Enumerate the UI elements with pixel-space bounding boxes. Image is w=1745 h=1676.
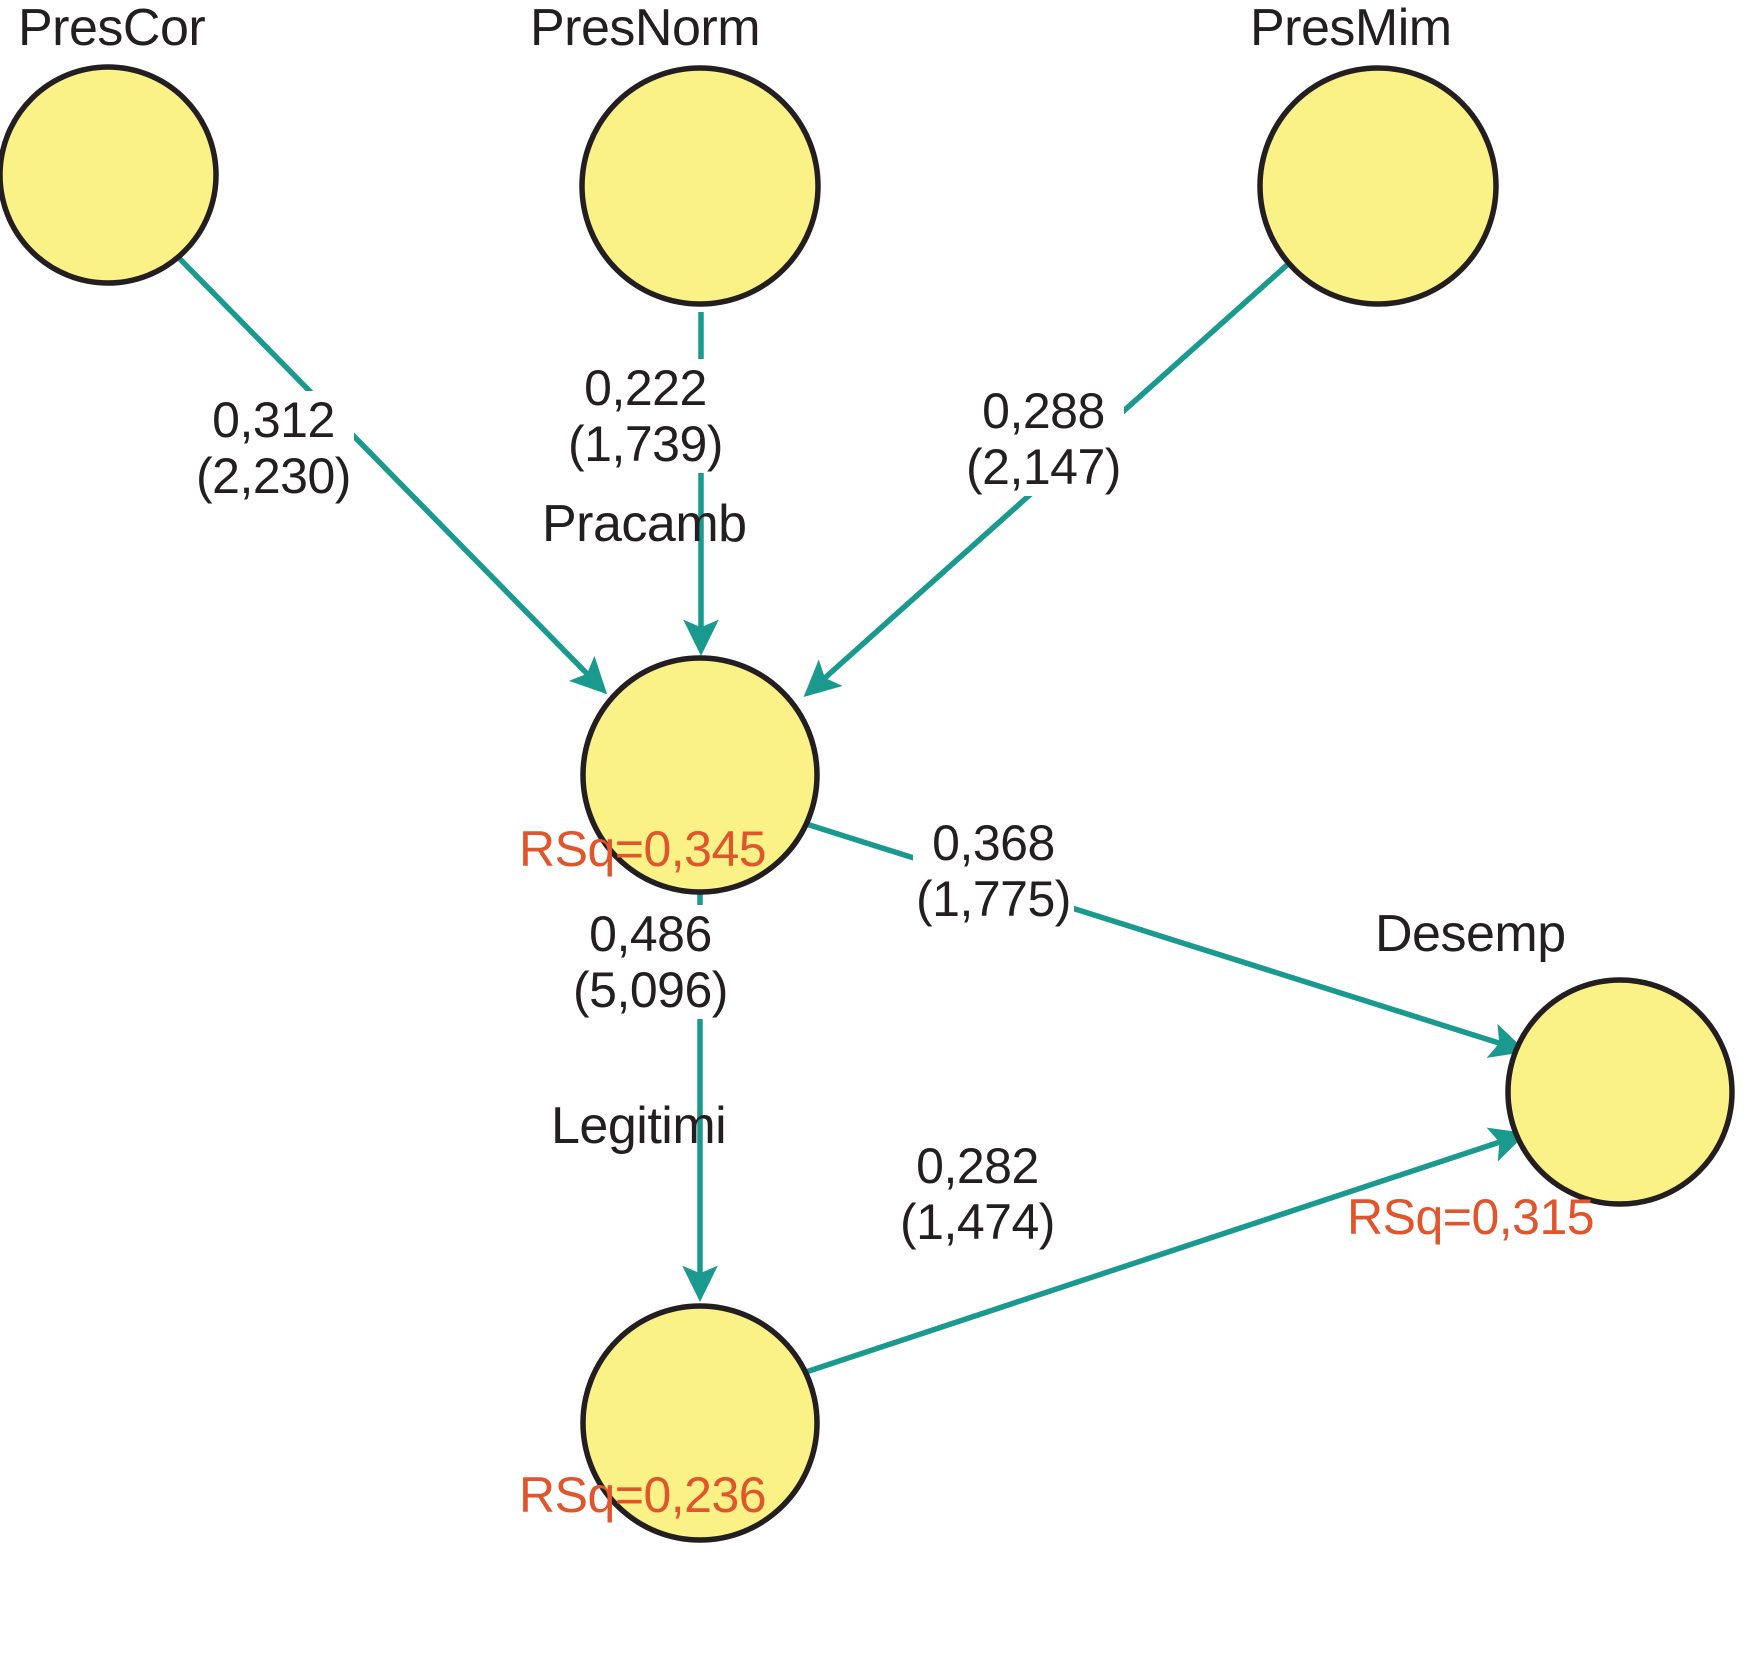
edges-group	[176, 255, 1527, 1375]
edge-coefficient: 0,312	[212, 392, 335, 448]
edge-label-presnorm-pracamb: 0,222 (1,739)	[565, 359, 726, 473]
edge-label-pracamb-legitimi: 0,486 (5,096)	[570, 905, 731, 1019]
edge-coefficient: 0,486	[589, 906, 712, 962]
node-label-pracamb: Pracamb	[542, 495, 747, 553]
edge-t-value: (2,230)	[196, 448, 351, 504]
edge-coefficient: 0,222	[584, 360, 707, 416]
edge-coefficient: 0,282	[916, 1138, 1039, 1194]
node-label-presmim: PresMim	[1250, 0, 1452, 57]
edge-t-value: (2,147)	[966, 439, 1121, 495]
edge-coefficient: 0,288	[982, 383, 1105, 439]
edge-label-legitimi-desemp: 0,282 (1,474)	[897, 1137, 1058, 1251]
node-circle-desemp[interactable]	[1505, 977, 1735, 1207]
edge-t-value: (1,739)	[568, 416, 723, 472]
edge-t-value: (1,474)	[900, 1194, 1055, 1250]
edge-label-presmim-pracamb: 0,288 (2,147)	[963, 382, 1124, 496]
node-circle-pracamb[interactable]	[580, 655, 820, 895]
edge-coefficient: 0,368	[932, 815, 1055, 871]
rsq-label-legitimi: RSq=0,236	[519, 1467, 767, 1523]
node-label-legitimi: Legitimi	[551, 1097, 727, 1155]
edge-t-value: (1,775)	[916, 871, 1071, 927]
node-label-prescor: PresCor	[18, 0, 206, 57]
edge-legitimi-desemp	[805, 1127, 1527, 1375]
edge-label-prescor-pracamb: 0,312 (2,230)	[193, 391, 354, 505]
edge-prescor-pracamb	[176, 255, 608, 695]
rsq-label-desemp: RSq=0,315	[1347, 1189, 1595, 1245]
node-circle-presnorm[interactable]	[579, 65, 821, 307]
edge-label-pracamb-desemp: 0,368 (1,775)	[913, 814, 1074, 928]
node-label-desemp: Desemp	[1375, 905, 1566, 963]
node-circle-presmim[interactable]	[1257, 65, 1499, 307]
node-circle-prescor[interactable]	[0, 64, 219, 286]
nodes-group	[0, 64, 1735, 1543]
rsq-label-pracamb: RSq=0,345	[519, 821, 767, 877]
edge-t-value: (5,096)	[573, 962, 728, 1018]
node-circle-legitimi[interactable]	[580, 1303, 820, 1543]
node-label-presnorm: PresNorm	[530, 0, 761, 57]
